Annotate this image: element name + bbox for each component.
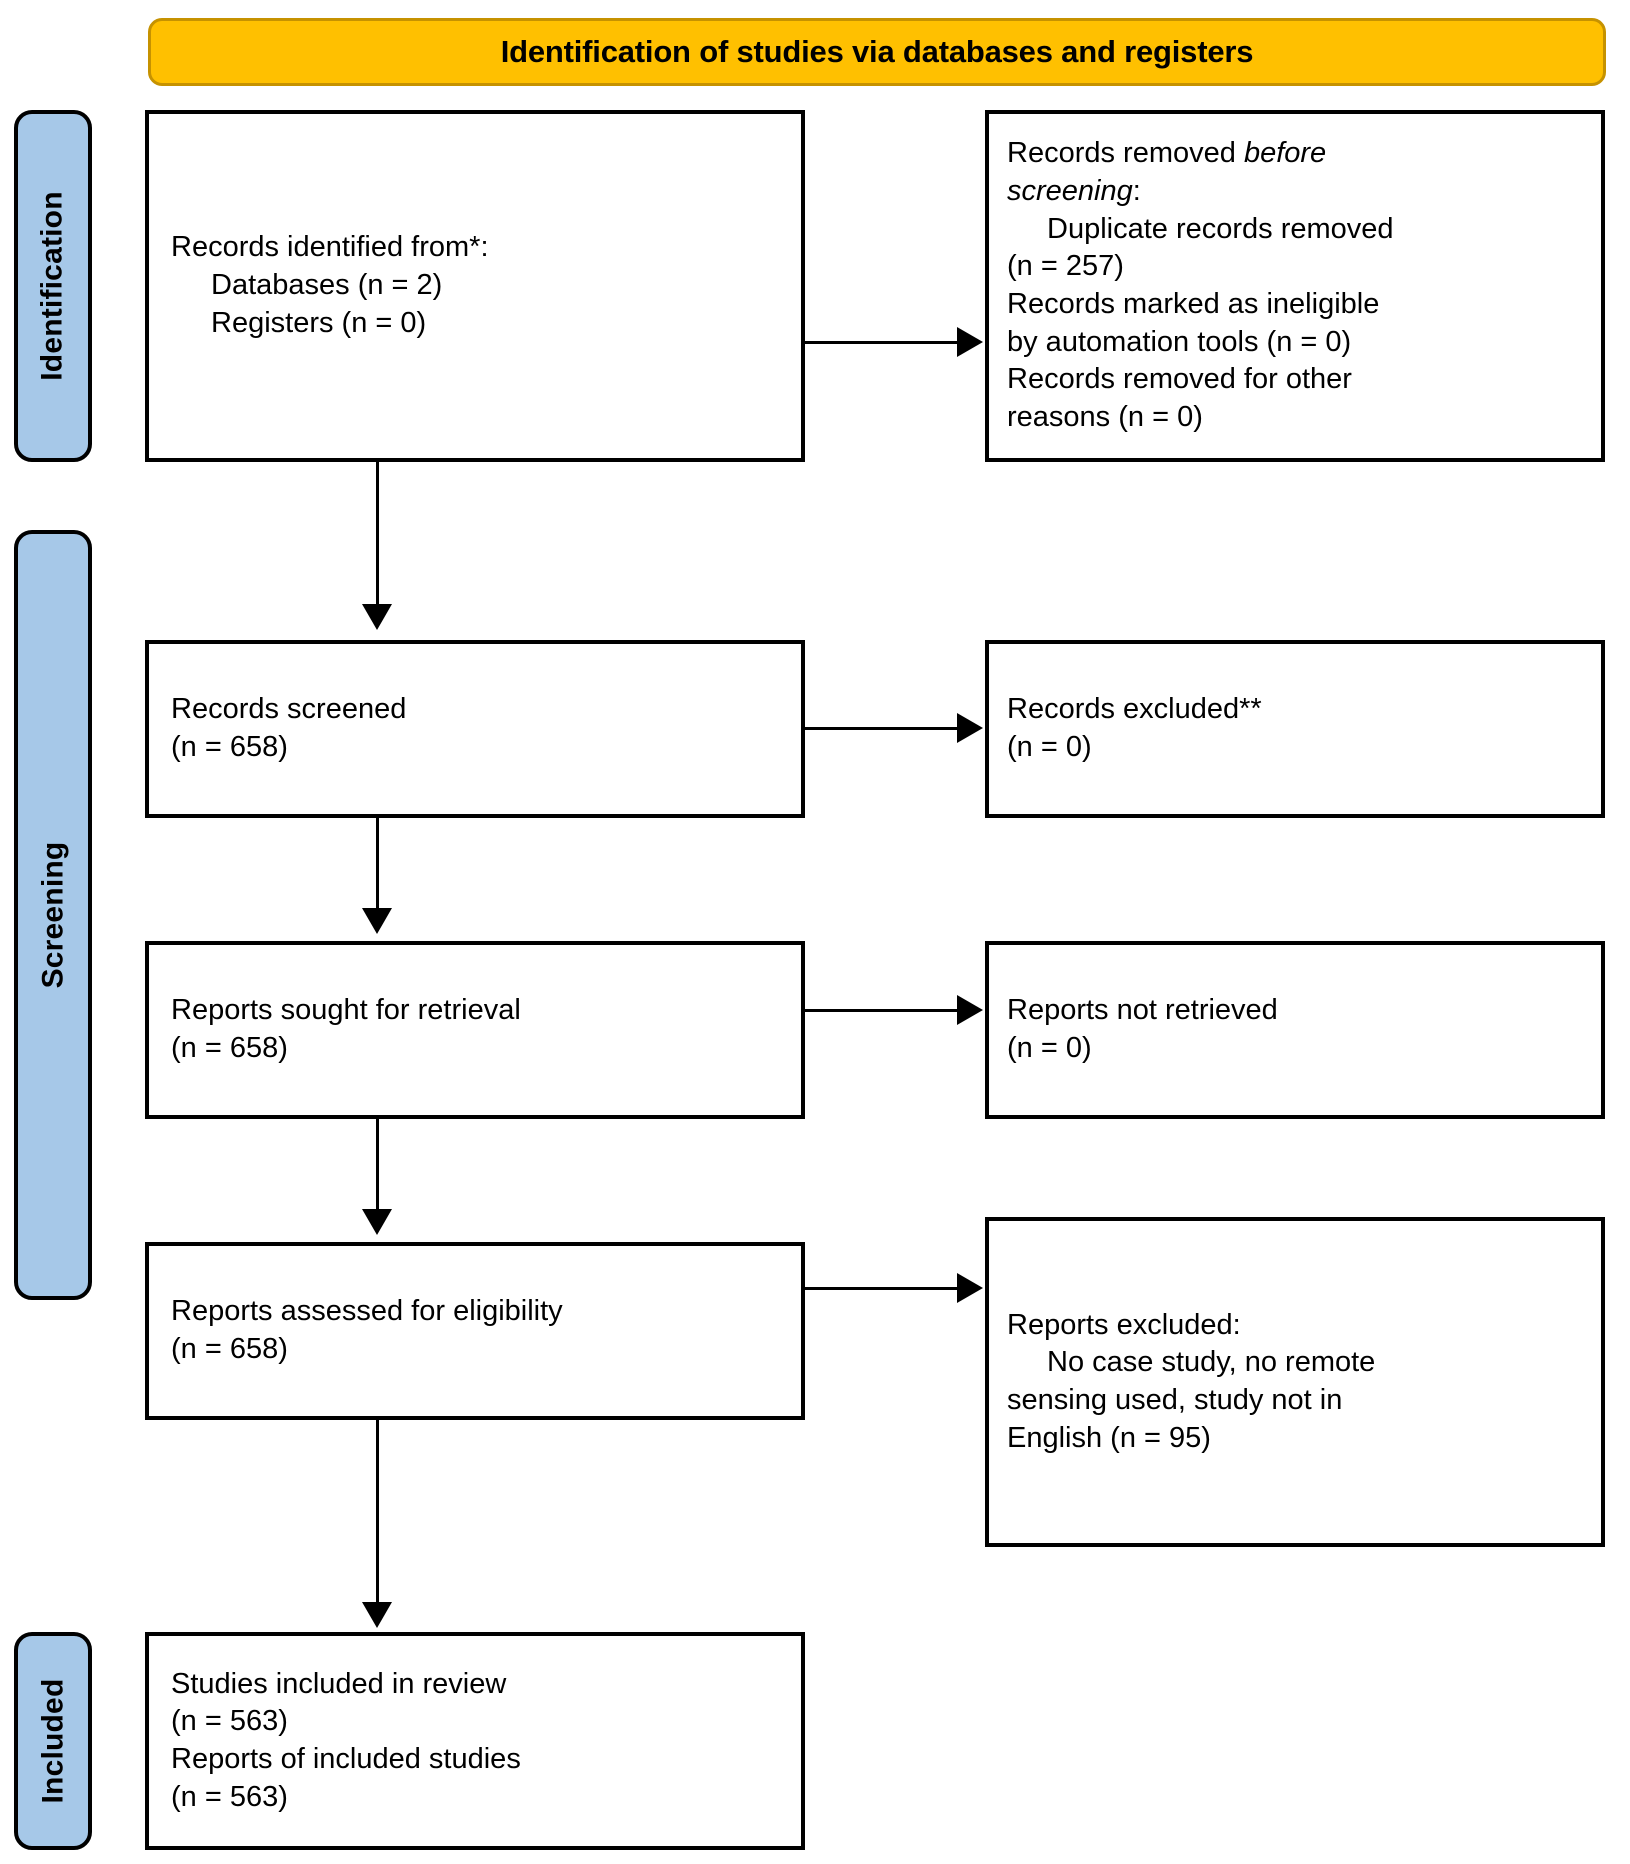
connector-assessed-to-included	[376, 1420, 379, 1605]
reports-assessed-line-2: (n = 658)	[171, 1333, 288, 1365]
arrowhead-sought-to-assessed	[362, 1209, 392, 1235]
reports-not-retrieved-line-2: (n = 0)	[1007, 1032, 1092, 1064]
studies-included-line-1: Studies included in review	[171, 1667, 507, 1700]
reports-not-retrieved-line-1: Reports not retrieved	[1007, 994, 1278, 1027]
connector-screened-to-sought	[376, 818, 379, 911]
connector-assessed-to-excluded	[805, 1287, 960, 1290]
stage-tab-included: Included	[14, 1632, 92, 1850]
arrowhead-identified-to-screened	[362, 604, 392, 630]
records-identified-line-3: Registers (n = 0)	[211, 306, 427, 339]
records-removed-line-3: Duplicate records removed	[1047, 212, 1394, 245]
stage-tab-included-label: Included	[36, 1678, 70, 1804]
box-records-removed-before-screening: Records removed before screening: Duplic…	[985, 110, 1605, 462]
records-removed-line-2-italic: screening	[1007, 174, 1133, 207]
box-reports-assessed-for-eligibility: Reports assessed for eligibility (n = 65…	[145, 1242, 805, 1420]
arrowhead-assessed-to-included	[362, 1602, 392, 1628]
reports-sought-line-2: (n = 658)	[171, 1032, 288, 1064]
stage-tab-screening: Screening	[14, 530, 92, 1300]
records-removed-line-8: reasons (n = 0)	[1007, 401, 1203, 434]
box-reports-not-retrieved: Reports not retrieved (n = 0)	[985, 941, 1605, 1119]
reports-sought-line-1: Reports sought for retrieval	[171, 994, 521, 1027]
banner-identification-header: Identification of studies via databases …	[148, 18, 1606, 86]
stage-tab-identification-label: Identification	[36, 191, 69, 381]
records-removed-line-1-italic: before	[1243, 137, 1327, 170]
connector-identified-to-removed	[805, 341, 960, 344]
records-removed-line-2-plain: :	[1132, 174, 1141, 207]
reports-excluded-line-1: Reports excluded:	[1007, 1308, 1241, 1341]
arrowhead-assessed-to-excluded	[957, 1273, 983, 1303]
arrowhead-sought-to-not-retrieved	[957, 995, 983, 1025]
box-reports-sought-for-retrieval: Reports sought for retrieval (n = 658)	[145, 941, 805, 1119]
box-studies-included: Studies included in review (n = 563) Rep…	[145, 1632, 805, 1850]
connector-sought-to-assessed	[376, 1119, 379, 1212]
records-removed-line-5: Records marked as ineligible	[1007, 288, 1380, 320]
box-records-screened: Records screened (n = 658)	[145, 640, 805, 818]
studies-included-line-2: (n = 563)	[171, 1705, 288, 1738]
reports-assessed-line-1: Reports assessed for eligibility	[171, 1295, 563, 1328]
box-records-excluded: Records excluded** (n = 0)	[985, 640, 1605, 818]
reports-excluded-line-3: sensing used, study not in	[1007, 1384, 1343, 1416]
records-removed-line-2: screening:	[1007, 173, 1587, 211]
studies-included-line-4: (n = 563)	[171, 1780, 288, 1813]
arrowhead-screened-to-excluded	[957, 713, 983, 743]
stage-tab-screening-label: Screening	[36, 841, 70, 989]
reports-excluded-line-2: No case study, no remote	[1047, 1346, 1376, 1379]
connector-sought-to-not-retrieved	[805, 1009, 960, 1012]
box-reports-excluded: Reports excluded: No case study, no remo…	[985, 1217, 1605, 1547]
arrowhead-screened-to-sought	[362, 908, 392, 934]
records-identified-line-2: Databases (n = 2)	[211, 269, 443, 302]
records-removed-line-6: by automation tools (n = 0)	[1007, 325, 1352, 358]
arrowhead-identified-to-removed	[957, 327, 983, 357]
records-identified-line-1: Records identified from*:	[171, 231, 489, 264]
reports-excluded-line-4: English (n = 95)	[1007, 1421, 1211, 1454]
records-removed-line-1: Records removed before	[1007, 135, 1587, 173]
records-removed-line-4: (n = 257)	[1007, 250, 1124, 283]
studies-included-line-3: Reports of included studies	[171, 1743, 521, 1775]
records-removed-line-1-plain: Records removed	[1007, 137, 1244, 170]
records-screened-line-2: (n = 658)	[171, 731, 288, 763]
records-removed-line-7: Records removed for other	[1007, 363, 1352, 396]
records-screened-line-1: Records screened	[171, 693, 407, 726]
stage-tab-identification: Identification	[14, 110, 92, 462]
records-excluded-line-1: Records excluded**	[1007, 693, 1262, 726]
banner-title: Identification of studies via databases …	[500, 34, 1254, 69]
connector-identified-to-screened	[376, 462, 379, 607]
connector-screened-to-excluded	[805, 727, 960, 730]
box-records-identified: Records identified from*: Databases (n =…	[145, 110, 805, 462]
records-excluded-line-2: (n = 0)	[1007, 731, 1092, 763]
